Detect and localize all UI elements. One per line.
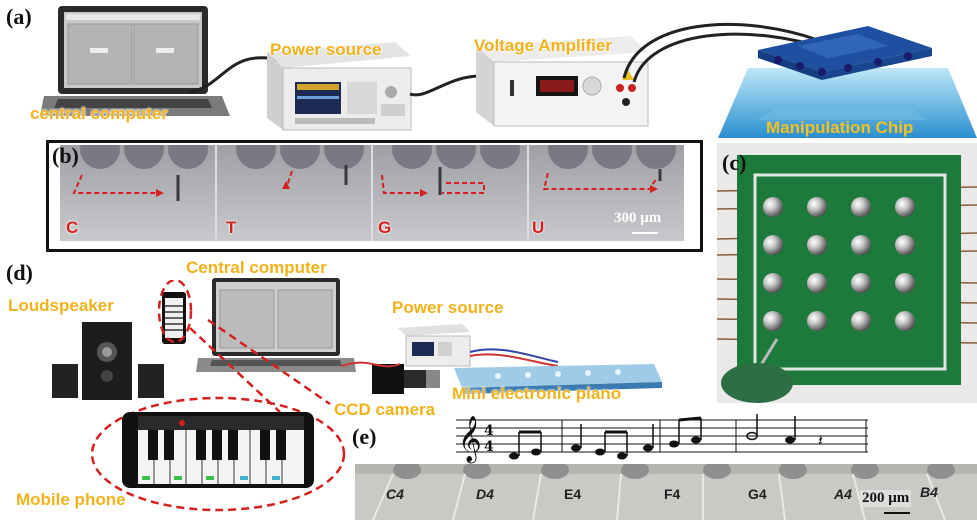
power-source-label-d: Power source: [392, 298, 504, 317]
power-source-image-d: [398, 324, 471, 367]
frame-letter-c: C: [66, 218, 79, 237]
manipulation-chip-label: Manipulation Chip: [766, 118, 914, 137]
key-label-g4: G4: [748, 486, 767, 502]
power-source-label-a: Power source: [270, 40, 382, 59]
ccd-camera-label: CCD camera: [334, 400, 436, 419]
chip-photo-c: [717, 143, 977, 403]
mini-piano-image: [454, 364, 662, 394]
droplet-sequence-image: [60, 145, 684, 241]
svg-text:𝄞: 𝄞: [458, 416, 482, 464]
scale-label-b: 300 μm: [614, 210, 662, 226]
panel-c-label: (c): [722, 150, 747, 175]
loudspeaker-label: Loudspeaker: [8, 296, 114, 315]
voltage-amplifier-image: [476, 36, 649, 127]
manipulation-chip-image: [718, 26, 977, 138]
key-label-a4: A4: [834, 486, 852, 502]
music-staff: 𝄞 4 4 𝄽: [456, 414, 868, 464]
key-label-e4: E4: [564, 486, 582, 502]
laptop-image-a: [40, 6, 230, 116]
ccd-camera-image: [372, 364, 440, 394]
mobile-phone-label: Mobile phone: [16, 490, 126, 509]
key-label-b4: B4: [920, 484, 938, 500]
voltage-amplifier-label: Voltage Amplifier: [474, 36, 612, 55]
cable-d: [341, 348, 559, 368]
cable-a2: [409, 74, 487, 97]
scale-bar-e: [884, 512, 910, 514]
loudspeaker-image: [52, 322, 164, 400]
panel-e-label: (e): [352, 424, 377, 449]
central-computer-label-d: Central computer: [186, 258, 327, 277]
mobile-phone-image: [122, 412, 314, 488]
panel-a-label: (a): [6, 4, 32, 29]
callout-ellipses: [90, 280, 346, 512]
svg-text:4: 4: [484, 439, 494, 455]
svg-text:4: 4: [484, 423, 494, 439]
small-phone-image: [162, 292, 186, 344]
laptop-image-d: [196, 278, 356, 372]
svg-text:𝄽: 𝄽: [818, 431, 823, 450]
panel-b-label: (b): [52, 143, 79, 168]
frame-letter-u: U: [532, 218, 545, 237]
scale-label-e: 200 μm: [860, 490, 912, 507]
power-source-image-a: [267, 42, 412, 131]
central-computer-label-a: central computer: [30, 104, 168, 123]
frame-letter-g: G: [378, 218, 392, 237]
key-label-f4: F4: [664, 486, 681, 502]
frame-letter-t: T: [226, 218, 237, 237]
key-label-d4: D4: [476, 486, 494, 502]
key-label-c4: C4: [386, 486, 404, 502]
scale-bar-b: [632, 232, 658, 234]
mini-piano-label: Mini electronic piano: [452, 384, 622, 403]
panel-d-label: (d): [6, 260, 33, 285]
